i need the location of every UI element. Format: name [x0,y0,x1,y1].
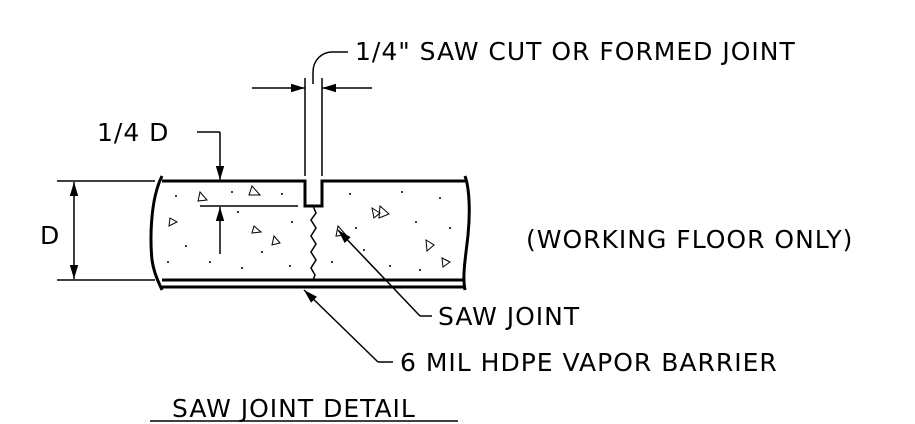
aggregate [441,257,451,268]
vapor-barrier-label: 6 MIL HDPE VAPOR BARRIER [400,348,778,377]
aggregate [378,204,390,219]
aggregate [168,217,179,227]
aggregate [197,190,209,202]
depth-label: D [40,221,60,250]
saw-cut-dimension [252,78,372,176]
working-floor-note: (WORKING FLOOR ONLY) [526,225,853,254]
saw-cut-leader [312,51,348,84]
slab-top-surface [162,179,465,208]
aggregate [371,206,381,219]
depth-dimension [57,180,155,281]
sand-dots [167,191,451,271]
aggregate [335,224,348,237]
aggregate [251,225,263,234]
saw-joint-leader [337,229,432,317]
crack-line [310,205,317,281]
saw-joint-label: SAW JOINT [438,302,580,331]
right-break-line [462,175,471,291]
quarter-depth-label: 1/4 D [97,118,169,147]
detail-title: SAW JOINT DETAIL [172,394,416,423]
aggregate [425,239,435,253]
concrete-slab [149,175,471,291]
left-break-line [149,175,164,291]
vapor-barrier-leader [303,289,393,363]
quarter-depth-dimension [197,131,298,254]
aggregate [248,185,262,196]
saw-cut-label: 1/4" SAW CUT OR FORMED JOINT [355,37,796,66]
aggregate [271,234,281,246]
